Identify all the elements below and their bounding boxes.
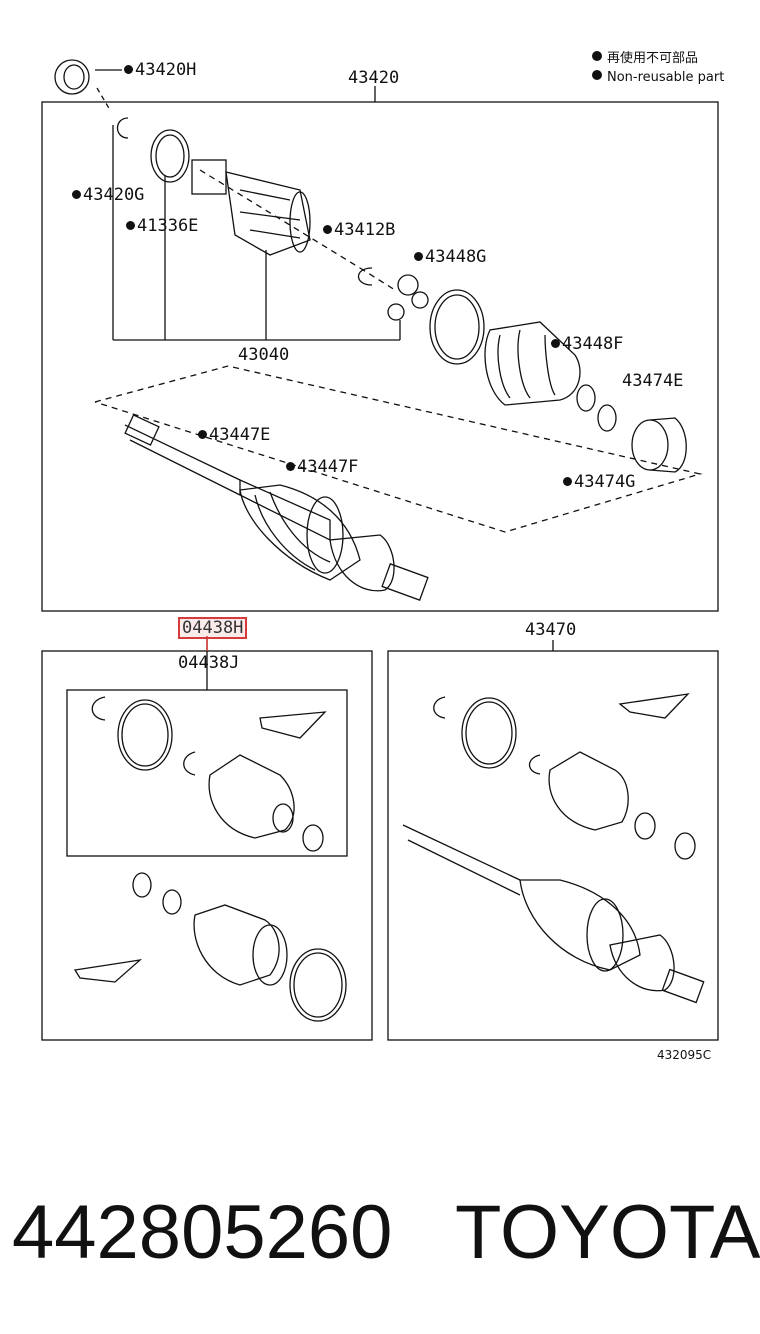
nonreusable-dot-icon <box>124 65 133 74</box>
part-label-43420G[interactable]: 43420G <box>72 185 144 205</box>
figure-code: 432095C <box>657 1048 712 1062</box>
highlighted-part-04438H[interactable]: 04438H <box>178 617 248 639</box>
nonreusable-dot-icon <box>323 225 332 234</box>
nonreusable-dot-icon <box>592 70 602 80</box>
nonreusable-dot-icon <box>286 462 295 471</box>
part-label-43447E[interactable]: 43447E <box>198 425 270 445</box>
nonreusable-dot-icon <box>72 190 81 199</box>
assembly-label-43420[interactable]: 43420 <box>348 68 400 88</box>
part-label-43412B[interactable]: 43412B <box>323 220 395 240</box>
assembly-frame-43470 <box>387 650 719 1041</box>
part-label-43447F[interactable]: 43447F <box>286 457 358 477</box>
legend-en: Non-reusable part <box>592 69 724 87</box>
part-label-41336E[interactable]: 41336E <box>126 216 198 236</box>
part-label-43420H[interactable]: 43420H <box>124 60 196 80</box>
nonreusable-dot-icon <box>551 339 560 348</box>
part-label-43448F[interactable]: 43448F <box>551 334 623 354</box>
legend-jp: 再使用不可部品 <box>592 50 698 68</box>
nonreusable-dot-icon <box>198 430 207 439</box>
assembly-label-43470[interactable]: 43470 <box>525 620 577 640</box>
brand-name: TOYOTA <box>455 1190 760 1275</box>
assembly-frame-43420 <box>41 101 719 612</box>
nonreusable-dot-icon <box>126 221 135 230</box>
part-label-04438J[interactable]: 04438J <box>178 653 240 673</box>
part-label-43474E[interactable]: 43474E <box>622 371 684 391</box>
nonreusable-dot-icon <box>414 252 423 261</box>
part-number: 442805260 <box>12 1190 393 1275</box>
part-label-43448G[interactable]: 43448G <box>414 247 486 267</box>
assembly-label-43040[interactable]: 43040 <box>238 345 290 365</box>
nonreusable-dot-icon <box>592 51 602 61</box>
nonreusable-dot-icon <box>563 477 572 486</box>
part-label-43474G[interactable]: 43474G <box>563 472 635 492</box>
boot-kit-frame <box>41 650 373 1041</box>
